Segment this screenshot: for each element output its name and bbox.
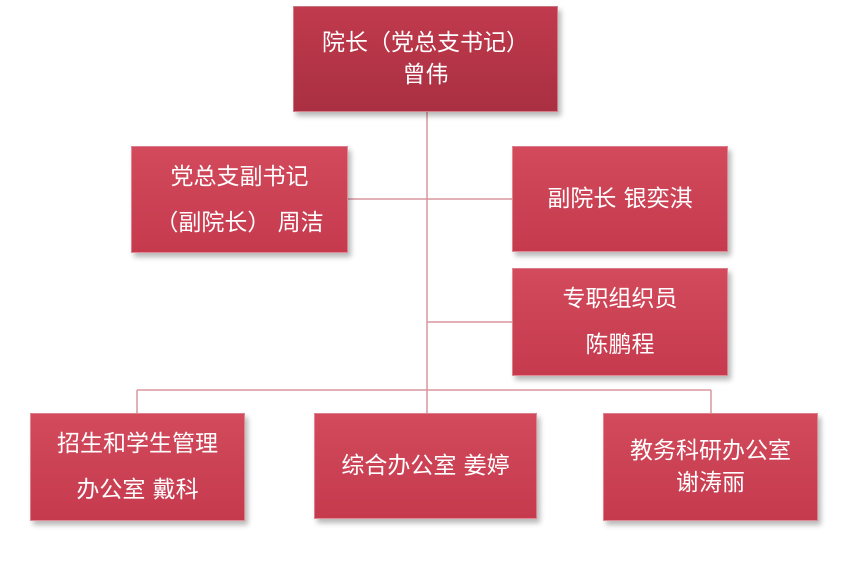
deputy-secretary-name: （副院长） 周洁 xyxy=(155,209,324,236)
dean-name: 曾伟 xyxy=(402,62,449,88)
general-office-box: 综合办公室 姜婷 xyxy=(314,413,537,519)
vice-dean-label: 副院长 银奕淇 xyxy=(547,186,693,212)
deputy-secretary-title: 党总支副书记 xyxy=(170,163,309,190)
academic-office-box: 教务科研办公室 谢涛丽 xyxy=(603,413,818,521)
admissions-office-title: 招生和学生管理 xyxy=(57,431,218,457)
dean-title: 院长（党总支书记） xyxy=(322,30,529,56)
academic-office-title: 教务科研办公室 xyxy=(630,438,791,464)
organizer-box: 专职组织员 陈鹏程 xyxy=(512,268,728,376)
admissions-office-name: 办公室 戴科 xyxy=(76,477,199,503)
vice-dean-box: 副院长 银奕淇 xyxy=(512,146,728,252)
admissions-office-box: 招生和学生管理 办公室 戴科 xyxy=(30,413,245,521)
organizer-name: 陈鹏程 xyxy=(585,332,655,358)
organizer-title: 专职组织员 xyxy=(562,286,678,312)
deputy-secretary-box: 党总支副书记 （副院长） 周洁 xyxy=(131,146,348,253)
general-office-label: 综合办公室 姜婷 xyxy=(341,453,510,479)
academic-office-name: 谢涛丽 xyxy=(676,470,745,496)
dean-box: 院长（党总支书记） 曾伟 xyxy=(293,6,558,112)
